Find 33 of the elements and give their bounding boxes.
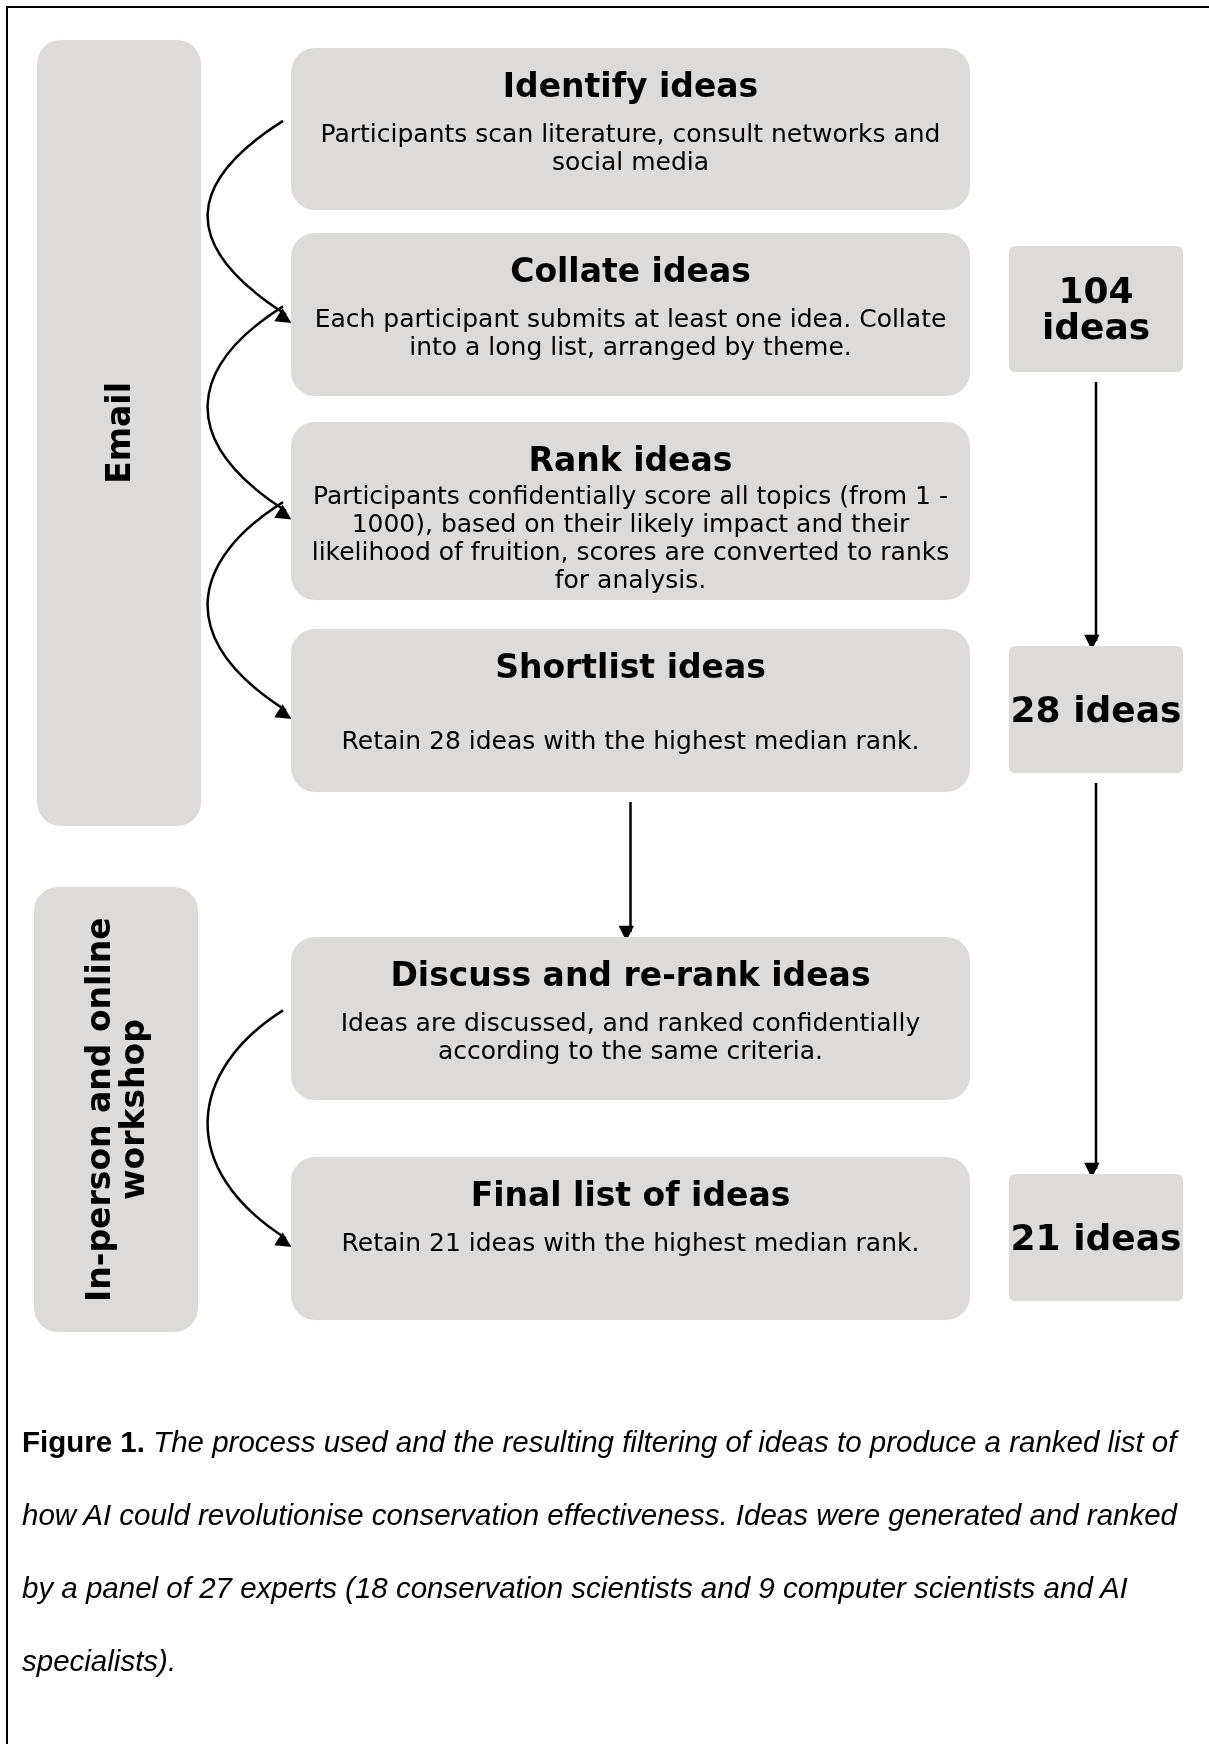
process-box xyxy=(291,1157,970,1320)
step-title: Shortlist ideas xyxy=(495,647,766,687)
figure-caption: Figure 1. The process used and the resulting filtering of ideas to produce a ranked list of how AI could revolutionise conservation effectiveness. Ideas were generated and ranked by a panel of 27 experts (18 conservation scientists and 9 computer scientists and AI specialists). xyxy=(22,1424,1180,1679)
step-description: Participants scan literature, consult networks and social media xyxy=(319,120,942,176)
step-title: Final list of ideas xyxy=(470,1175,791,1215)
step-title: Discuss and re-rank ideas xyxy=(390,955,871,995)
process-box xyxy=(291,629,970,792)
count-box xyxy=(1009,646,1183,773)
process-box xyxy=(291,48,970,210)
phase-band xyxy=(37,40,201,826)
phase-label: Email xyxy=(102,382,136,484)
step-title: Identify ideas xyxy=(502,66,759,106)
process-box xyxy=(291,233,970,396)
curved-arrow xyxy=(206,119,292,324)
phase-label: In-person and online workshop xyxy=(82,916,150,1304)
idea-count: 21 ideas xyxy=(1010,1219,1182,1256)
phase-band xyxy=(34,887,198,1332)
count-box xyxy=(1009,1174,1183,1301)
idea-count: 104 ideas xyxy=(1040,273,1152,345)
count-box xyxy=(1009,246,1183,372)
curved-arrow xyxy=(206,305,291,520)
step-description: Ideas are discussed, and ranked confidentially according to the same criteria. xyxy=(339,1009,922,1065)
step-title: Rank ideas xyxy=(528,440,733,480)
curved-arrow xyxy=(206,1009,291,1248)
step-description: Retain 28 ideas with the highest median rank. xyxy=(341,727,920,755)
curved-arrow xyxy=(206,501,291,720)
process-box xyxy=(291,937,970,1100)
step-description: Participants confidentially score all topics (from 1 - 1000), based on their likely impact and their likelihood of fruition, scores are converted to ranks for analysis. xyxy=(310,482,951,594)
idea-count: 28 ideas xyxy=(1010,691,1182,728)
step-title: Collate ideas xyxy=(510,251,751,291)
process-box xyxy=(291,422,970,600)
step-description: Each participant submits at least one idea. Collate into a long list, arranged by theme. xyxy=(313,305,948,361)
step-description: Retain 21 ideas with the highest median rank. xyxy=(341,1229,920,1257)
